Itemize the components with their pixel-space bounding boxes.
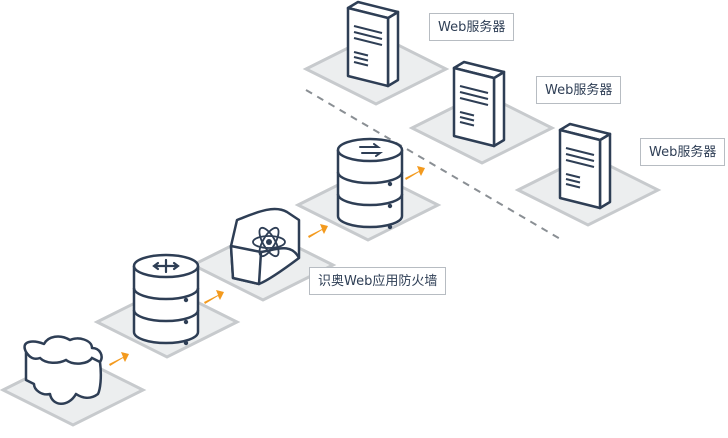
atom-icon [252, 226, 286, 258]
cloud-icon [23, 335, 103, 405]
flow-arrow-1 [109, 352, 129, 366]
firewall-label: 识奥Web应用防火墙 [309, 267, 447, 295]
server-3-icon [558, 122, 612, 210]
firewall-shield-icon [229, 207, 301, 286]
flow-arrow-2 [204, 290, 224, 304]
server-3-label: Web服务器 [640, 138, 726, 166]
server-1-icon [346, 0, 400, 88]
switch-icon [336, 137, 404, 231]
server-zone-dashed-line [305, 89, 563, 241]
flow-arrow-4 [405, 166, 425, 180]
server-1-label: Web服务器 [429, 13, 515, 41]
server-2-icon [452, 60, 506, 148]
router-icon [132, 253, 200, 347]
server-2-label: Web服务器 [536, 76, 622, 104]
flow-arrow-3 [308, 224, 328, 238]
